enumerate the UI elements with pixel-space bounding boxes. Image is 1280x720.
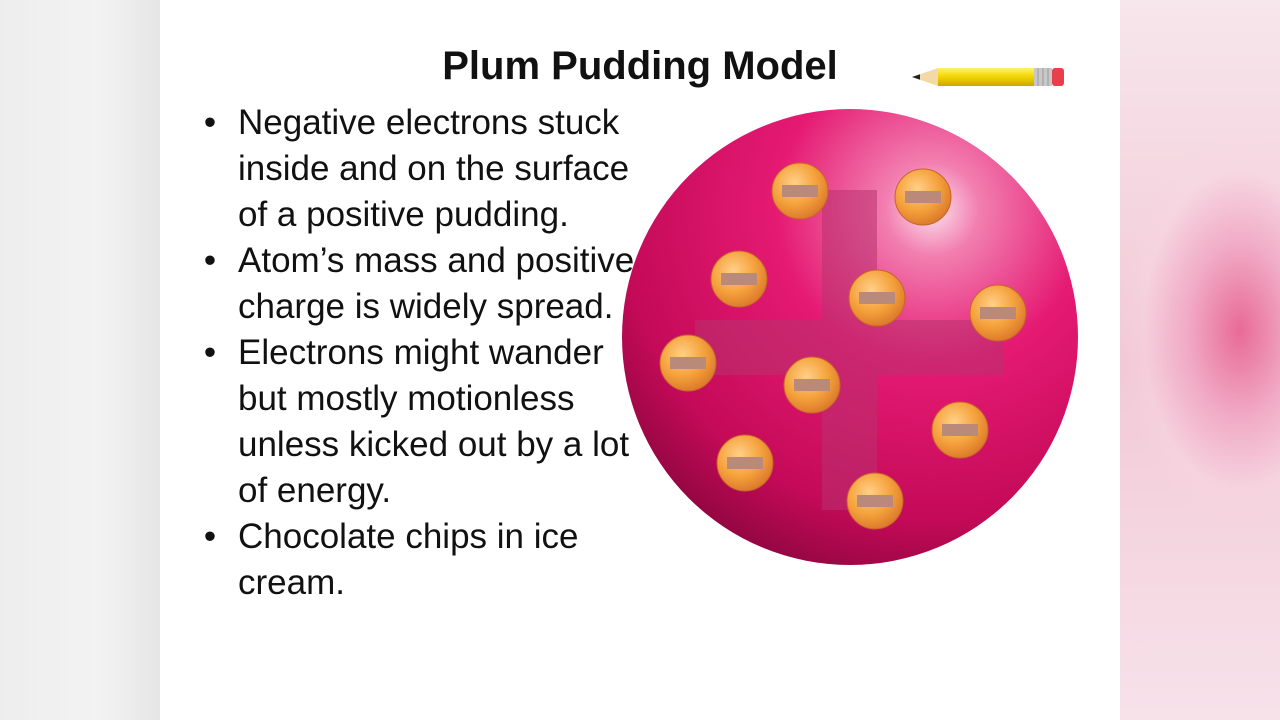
plum-pudding-diagram	[622, 109, 1078, 565]
plus-sign-icon	[695, 190, 1003, 510]
electron	[846, 472, 904, 530]
pencil-icon	[912, 68, 1064, 86]
bullet-text: Chocolate chips in ice cream.	[238, 517, 579, 602]
electron	[710, 250, 768, 308]
electron	[716, 434, 774, 492]
bullet-item: • Negative electrons stuck inside and on …	[200, 100, 660, 238]
bullet-text: Atom’s mass and positive charge is widel…	[238, 241, 635, 326]
right-blurred-border	[1120, 0, 1280, 720]
bullet-dot-icon: •	[203, 103, 217, 142]
electron	[771, 162, 829, 220]
minus-sign-icon	[905, 191, 941, 203]
minus-sign-icon	[942, 424, 978, 436]
minus-sign-icon	[980, 307, 1016, 319]
minus-sign-icon	[670, 357, 706, 369]
electron	[894, 168, 952, 226]
bullet-item: • Electrons might wander but mostly motio…	[200, 330, 660, 514]
slide-title: Plum Pudding Model	[442, 44, 838, 88]
minus-sign-icon	[859, 292, 895, 304]
minus-sign-icon	[782, 185, 818, 197]
left-blurred-border	[0, 0, 160, 720]
bullet-list: • Negative electrons stuck inside and on …	[200, 100, 660, 606]
bullet-text: Negative electrons stuck inside and on t…	[238, 103, 630, 234]
minus-sign-icon	[857, 495, 893, 507]
electron	[783, 356, 841, 414]
bullet-text: Electrons might wander but mostly motion…	[238, 333, 630, 510]
electron	[659, 334, 717, 392]
bullet-dot-icon: •	[203, 333, 217, 372]
electron	[931, 401, 989, 459]
bullet-item: • Chocolate chips in ice cream.	[200, 514, 660, 606]
bullet-item: • Atom’s mass and positive charge is wide…	[200, 238, 660, 330]
minus-sign-icon	[727, 457, 763, 469]
slide: Plum Pudding Model • Negative electrons s…	[160, 0, 1120, 720]
bullet-dot-icon: •	[203, 241, 217, 280]
electron	[969, 284, 1027, 342]
bullet-dot-icon: •	[203, 517, 217, 556]
electron	[848, 269, 906, 327]
minus-sign-icon	[794, 379, 830, 391]
minus-sign-icon	[721, 273, 757, 285]
electron-group	[659, 162, 1027, 530]
